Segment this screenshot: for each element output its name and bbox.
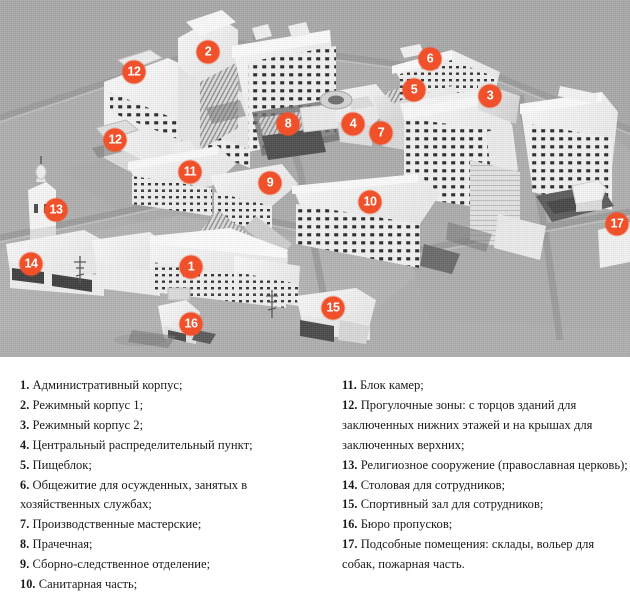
map-marker-15[interactable]: 15: [321, 296, 345, 320]
legend-item-4: 4. Центральный распределительный пункт;: [20, 436, 320, 456]
legend-item-text: Пищеблок;: [29, 457, 92, 472]
map-marker-12[interactable]: 12: [103, 128, 127, 152]
legend-item-text: Производственные мастерские;: [29, 517, 202, 532]
legend-item-number: 10.: [20, 577, 36, 592]
map-marker-10[interactable]: 10: [358, 190, 382, 214]
legend-item-text: Подсобные помещения: склады, вольер для …: [342, 537, 595, 572]
legend-item-number: 6.: [20, 477, 30, 492]
map-marker-5[interactable]: 5: [402, 78, 426, 102]
legend-item-text: Блок камер;: [356, 378, 424, 392]
legend-item-text: Прачечная;: [29, 537, 93, 552]
legend-item-text: Религиозное сооружение (православная цер…: [357, 457, 628, 472]
legend-item-16: 16. Бюро пропусков;: [342, 515, 630, 535]
legend-item-text: Бюро пропусков;: [357, 517, 453, 532]
legend-item-14: 14. Столовая для сотрудников;: [342, 476, 630, 496]
map-marker-14[interactable]: 14: [19, 252, 43, 276]
map-marker-17[interactable]: 17: [605, 212, 629, 236]
map-marker-4[interactable]: 4: [341, 112, 365, 136]
legend-item-11: 11. Блок камер;: [342, 376, 630, 396]
legend-item-text: Прогулочные зоны: с торцов зданий для за…: [342, 397, 593, 452]
map-marker-11[interactable]: 11: [178, 160, 202, 184]
legend-item-3: 3. Режимный корпус 2;: [20, 416, 320, 436]
legend-item-15: 15. Спортивный зал для сотрудников;: [342, 495, 630, 515]
legend-item-13: 13. Религиозное сооружение (православная…: [342, 456, 630, 476]
map-marker-7[interactable]: 7: [369, 121, 393, 145]
map-marker-13[interactable]: 13: [44, 198, 68, 222]
legend-item-text: Столовая для сотрудников;: [357, 477, 506, 492]
map-marker-9[interactable]: 9: [258, 171, 282, 195]
map-scene-illustration: [0, 10, 630, 348]
map-marker-3[interactable]: 3: [478, 84, 502, 108]
legend-item-8: 8. Прачечная;: [20, 535, 320, 555]
map-marker-8[interactable]: 8: [276, 112, 300, 136]
legend-item-2: 2. Режимный корпус 1;: [20, 396, 320, 416]
legend-item-1: 1. Административный корпус;: [20, 376, 320, 396]
map-marker-1[interactable]: 1: [179, 255, 203, 279]
legend-item-number: 3.: [20, 417, 30, 432]
legend-item-number: 16.: [342, 517, 358, 532]
legend-item-number: 11.: [342, 378, 357, 392]
map-marker-2[interactable]: 2: [196, 40, 220, 64]
legend-item-9: 9. Сборно-следственное отделение;: [20, 555, 320, 575]
legend-item-number: 8.: [20, 537, 30, 552]
legend-item-10: 10. Санитарная часть;: [20, 575, 320, 595]
legend-item-text: Центральный распределительный пункт;: [29, 437, 253, 452]
legend-item-number: 7.: [20, 517, 30, 532]
map-marker-16[interactable]: 16: [179, 312, 203, 336]
legend-item-text: Спортивный зал для сотрудников;: [357, 497, 544, 512]
legend-item-7: 7. Производственные мастерские;: [20, 515, 320, 535]
legend-item-number: 17.: [342, 537, 358, 552]
legend-item-text: Режимный корпус 1;: [29, 397, 144, 412]
legend-item-6: 6. Общежитие для осужденных, занятых в х…: [20, 476, 320, 516]
legend-item-17: 17. Подсобные помещения: склады, вольер …: [342, 535, 630, 575]
legend-item-number: 15.: [342, 497, 358, 512]
legend-column-right: 11. Блок камер;12. Прогулочные зоны: с т…: [342, 376, 630, 575]
legend-item-number: 2.: [20, 397, 30, 412]
legend-item-number: 5.: [20, 457, 30, 472]
legend-item-text: Административный корпус;: [29, 378, 183, 392]
legend-item-5: 5. Пищеблок;: [20, 456, 320, 476]
legend: 1. Административный корпус;2. Режимный к…: [0, 357, 630, 591]
legend-item-text: Сборно-следственное отделение;: [29, 557, 211, 572]
legend-item-number: 14.: [342, 477, 358, 492]
legend-item-number: 13.: [342, 457, 358, 472]
legend-item-text: Санитарная часть;: [35, 577, 138, 592]
legend-item-number: 4.: [20, 437, 30, 452]
legend-item-number: 1.: [20, 378, 30, 392]
legend-item-number: 9.: [20, 557, 30, 572]
legend-item-12: 12. Прогулочные зоны: с торцов зданий дл…: [342, 396, 630, 456]
legend-item-text: Режимный корпус 2;: [29, 417, 144, 432]
legend-column-left: 1. Административный корпус;2. Режимный к…: [20, 376, 320, 595]
legend-item-number: 12.: [342, 397, 358, 412]
map-marker-12[interactable]: 12: [122, 60, 146, 84]
legend-item-text: Общежитие для осужденных, занятых в хозя…: [20, 477, 248, 512]
map-marker-6[interactable]: 6: [418, 47, 442, 71]
